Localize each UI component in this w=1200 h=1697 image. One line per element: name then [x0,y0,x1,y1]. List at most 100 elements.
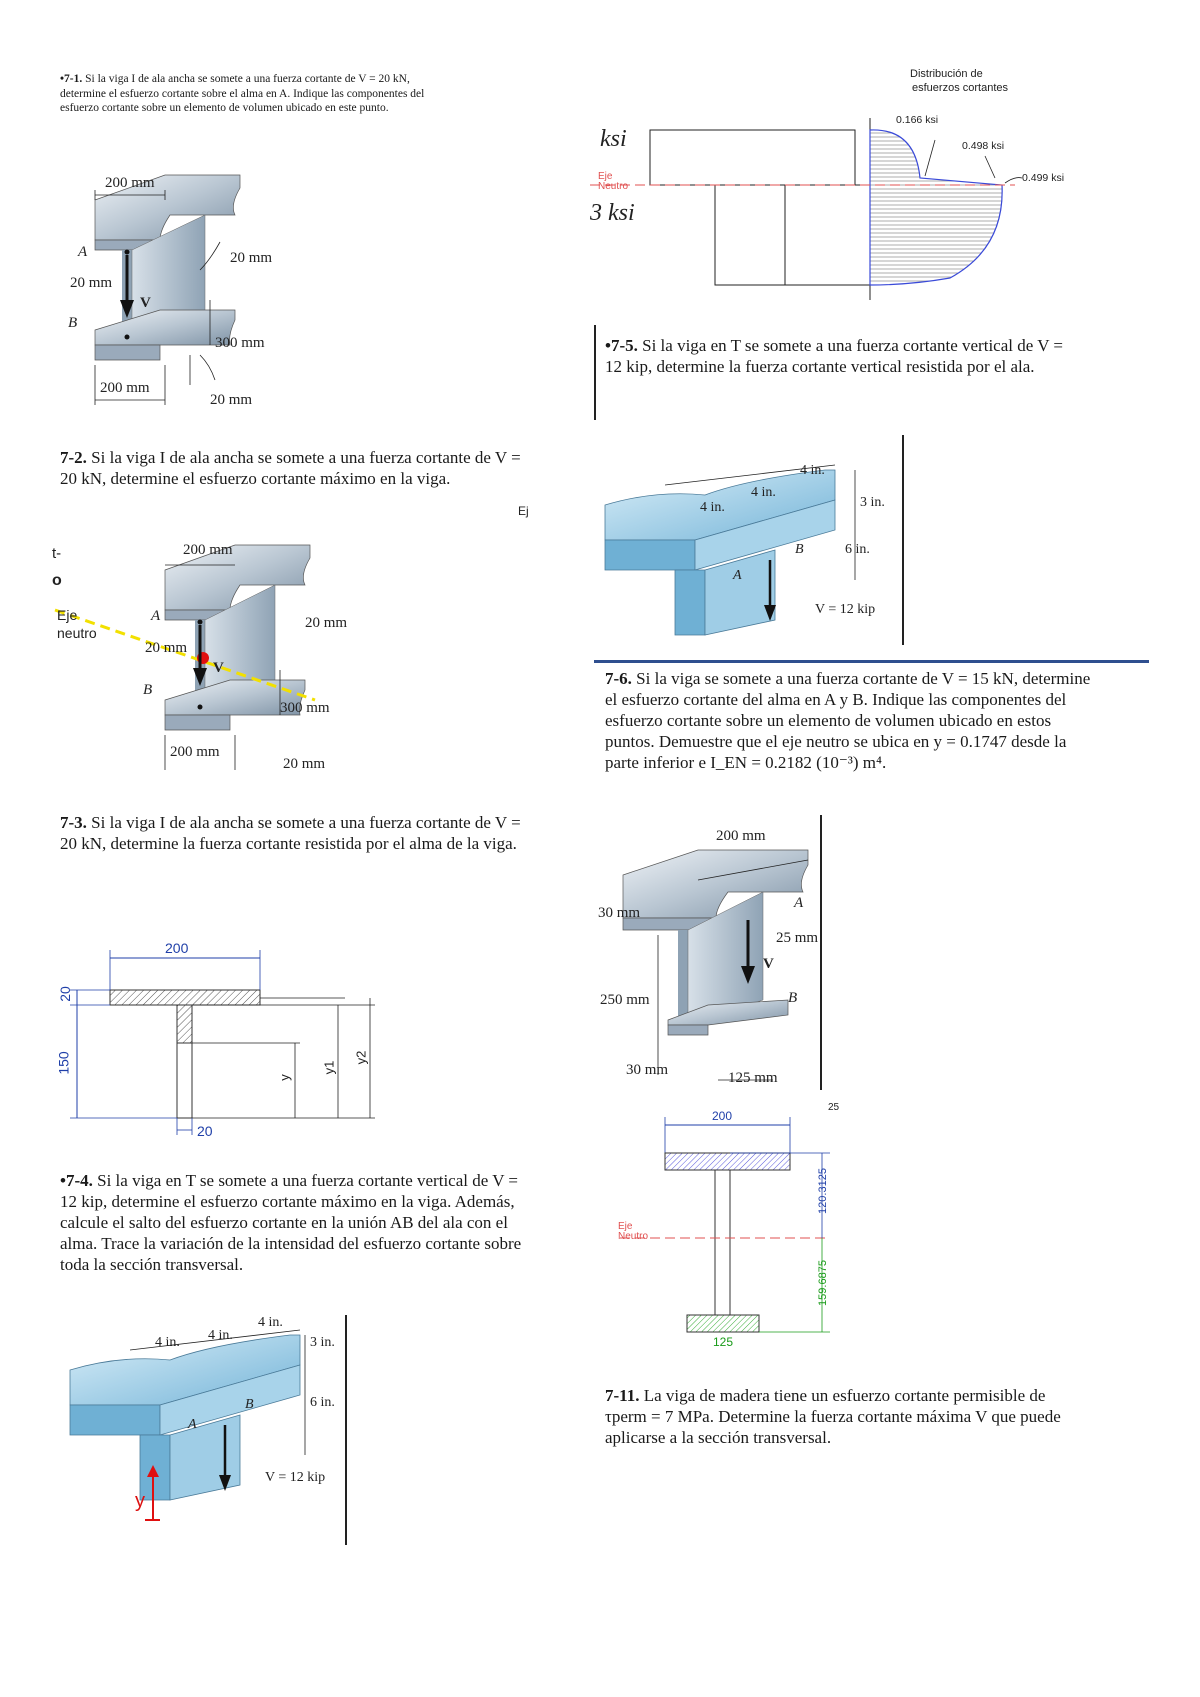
dim-y1: y1 [321,1060,337,1075]
dim-bottom-thickness: 20 mm [210,392,253,408]
dim-height: 250 mm [600,992,650,1008]
t-section-drawing [70,950,375,1135]
i-beam-drawing [54,544,316,770]
figure-t-beam-7-5: 4 in. 4 in. 4 in. 3 in. 6 in. B A V = 12… [604,460,905,640]
dim-web-depth: 6 in. [845,542,870,557]
dim-y: y [276,1074,292,1081]
dim-top-width: 200 mm [183,542,233,558]
dim-top-width: 200 [712,1109,733,1123]
y-axis-label: y [135,1490,145,1512]
neutral-axis-label: Eje [57,607,78,623]
dim-c: 4 in. [800,463,825,478]
cross-section-drawing [620,1117,830,1333]
dim-height: 300 mm [280,700,330,716]
dim-bottom-width: 125 mm [728,1070,778,1086]
dim-web-height: 150 [55,1051,72,1075]
force-label: V = 12 kip [265,1470,326,1485]
force-label: V = 12 kip [815,602,876,617]
dim-flange-thickness: 20 mm [230,250,273,266]
problem-7-1: •7-1. Si la viga I de ala ancha se somet… [60,72,450,116]
figure-cross-section-7-6: 200 120.3125 159.6875 125 Eje Neutro [600,1105,860,1349]
dim-web-thickness: 25 mm [776,930,819,946]
dim-bottom-thickness: 20 mm [283,756,326,772]
dim-web-thickness: 20 mm [145,640,188,656]
diagram-title: esfuerzos cortantes [912,82,1008,94]
dim-web-thickness: 20 mm [70,275,113,291]
problem-7-6: 7-6. Si la viga se somete a una fuerza c… [605,668,1095,773]
divider [594,660,1149,663]
problem-7-2: 7-2. Si la viga I de ala ancha se somete… [60,447,530,489]
problem-7-4: •7-4. Si la viga en T se somete a una fu… [60,1170,530,1275]
dim-y2: y2 [353,1050,369,1065]
shear-distribution-figure: Distribución de esfuerzos cortantes 0.16… [590,68,1090,308]
force-v-label: V [213,660,224,676]
problem-number: •7-1. [60,73,83,85]
dim-c: 4 in. [258,1315,283,1330]
fragment-text: Ej [518,504,529,518]
dim-web-depth: 6 in. [310,1395,335,1410]
fragment-text: ksi [600,126,627,152]
dim-flange-thickness: 20 [56,986,73,1002]
dim-bottom-width: 200 mm [170,744,220,760]
fragment-text: 3 ksi [590,200,635,226]
problem-text: Si la viga I de ala ancha se somete a un… [60,813,521,853]
dim-top-thickness: 30 mm [598,905,641,921]
force-v-label: V [140,295,151,311]
point-b-label: B [788,990,798,1006]
beam-drawing [622,849,809,1081]
dim-below-axis: 159.6875 [816,1260,829,1306]
dim-flange-depth: 3 in. [860,495,885,510]
dim-web-thickness: 20 [197,1123,213,1139]
dim-bottom-thickness: 30 mm [626,1062,669,1078]
figure-t-beam-7-4: 4 in. 4 in. 4 in. 3 in. 6 in. B A V = 12… [60,1315,380,1535]
problem-7-3: 7-3. Si la viga I de ala ancha se somete… [60,812,530,854]
fragment-text: 25 [828,1102,840,1113]
problem-text: Si la viga I de ala ancha se somete a un… [60,448,521,488]
dim-bottom-width: 200 mm [100,380,150,396]
problem-number: 7-11. [605,1386,640,1405]
neutral-axis-label: Eje [598,171,613,182]
problem-7-5: •7-5. Si la viga en T se somete a una fu… [605,335,1075,377]
point-b-label: B [795,542,804,557]
problem-number: 7-3. [60,813,87,832]
dim-flange-thickness: 20 mm [305,615,348,631]
problem-number: 7-2. [60,448,87,467]
problem-number: •7-5. [605,336,638,355]
point-b-label: B [245,1397,254,1412]
dim-bottom-width: 125 [713,1335,734,1349]
problem-7-11: 7-11. La viga de madera tiene un esfuerz… [605,1385,1085,1448]
dim-top-width: 200 mm [105,175,155,191]
stress-value-top: 0.166 ksi [896,114,939,126]
dim-flange-depth: 3 in. [310,1335,335,1350]
figure-t-section-7-3: 200 20 150 20 y y1 y2 [55,930,395,1145]
figure-i-beam-7-2: 200 mm 20 mm 20 mm 300 mm 200 mm 20 mm A… [54,540,375,780]
neutral-axis-label: Neutro [598,181,629,192]
t-beam-drawing [69,1329,306,1521]
dim-a: 4 in. [700,500,725,515]
dim-b: 4 in. [751,485,776,500]
neutral-axis-label: Eje [618,1221,633,1232]
figure-beam-7-6: 200 mm 30 mm 25 mm 250 mm 30 mm 125 mm A… [598,820,828,1090]
neutral-axis-label: Neutro [618,1231,649,1242]
i-beam-drawing [94,174,241,405]
dim-above-axis: 120.3125 [816,1168,829,1214]
fragment-text: o [52,572,62,589]
shear-distribution-drawing [590,118,1023,300]
problem-text: Si la viga I de ala ancha se somete a un… [60,73,425,114]
neutral-axis-label: neutro [57,625,97,641]
divider [345,1315,347,1545]
point-b-label: B [143,682,153,698]
dim-top-width: 200 mm [716,828,766,844]
problem-text: Si la viga en T se somete a una fuerza c… [60,1171,522,1274]
point-a-label: A [151,608,161,624]
problem-text: Si la viga en T se somete a una fuerza c… [605,336,1064,376]
dim-flange-width: 200 [165,940,189,956]
point-a-label: A [188,1417,197,1432]
point-a-label: A [794,895,804,911]
point-a-label: A [733,568,742,583]
point-b-label: B [68,315,78,331]
problem-number: •7-4. [60,1171,93,1190]
t-beam-drawing [604,464,856,636]
divider [902,435,904,645]
stress-value-junction: 0.498 ksi [962,140,1005,152]
